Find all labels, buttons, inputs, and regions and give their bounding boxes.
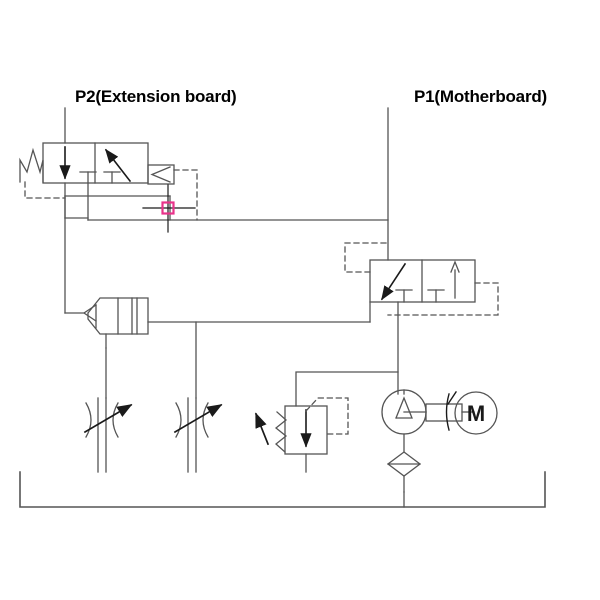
valve-p1-arrow-diagonal [380,262,407,301]
label-p2-extension-board: P2(Extension board) [75,87,237,106]
pump-delivery-triangle [395,396,413,419]
motor-label: M [467,401,485,426]
relief-valve-adjust-arrow [254,412,270,446]
valve-p2-spring-link [24,181,66,199]
valve-p2-spring [19,147,44,183]
throttle2-left-wing [175,402,182,438]
relief-valve-spring [274,411,288,453]
coupling-flex-mark [445,393,450,431]
cylinder-cone-tip [82,304,97,322]
valve-p2-pilot-dashed [173,169,198,221]
relief-valve-pilot-dashed [305,397,349,435]
valve-p1-pilot-left-dashed [344,242,389,273]
label-p1-motherboard: P1(Motherboard) [414,87,548,106]
motor-circle [454,391,498,435]
valve-p2-solenoid-box [147,164,175,185]
valve-p1-arrow-up-head [450,260,460,273]
throttle2-right-wing [202,402,209,438]
selection-marker-square [161,201,175,215]
valve-p1-pilot-right-dashed [387,282,499,316]
valve-p2-solenoid-triangle [150,166,171,183]
throttle1-left-wing [85,402,92,438]
pipe-network [19,107,546,508]
reservoir-outline [19,471,546,508]
throttle1-adjust-arrow [83,403,133,434]
cylinder-shell [87,297,149,335]
valve-p2-arrow-diagonal [104,148,132,183]
coupling-tick [447,391,457,405]
throttle1-right-wing [112,402,119,438]
pipe-relief-inlet [295,371,399,407]
throttle2-adjust-arrow [173,403,223,434]
